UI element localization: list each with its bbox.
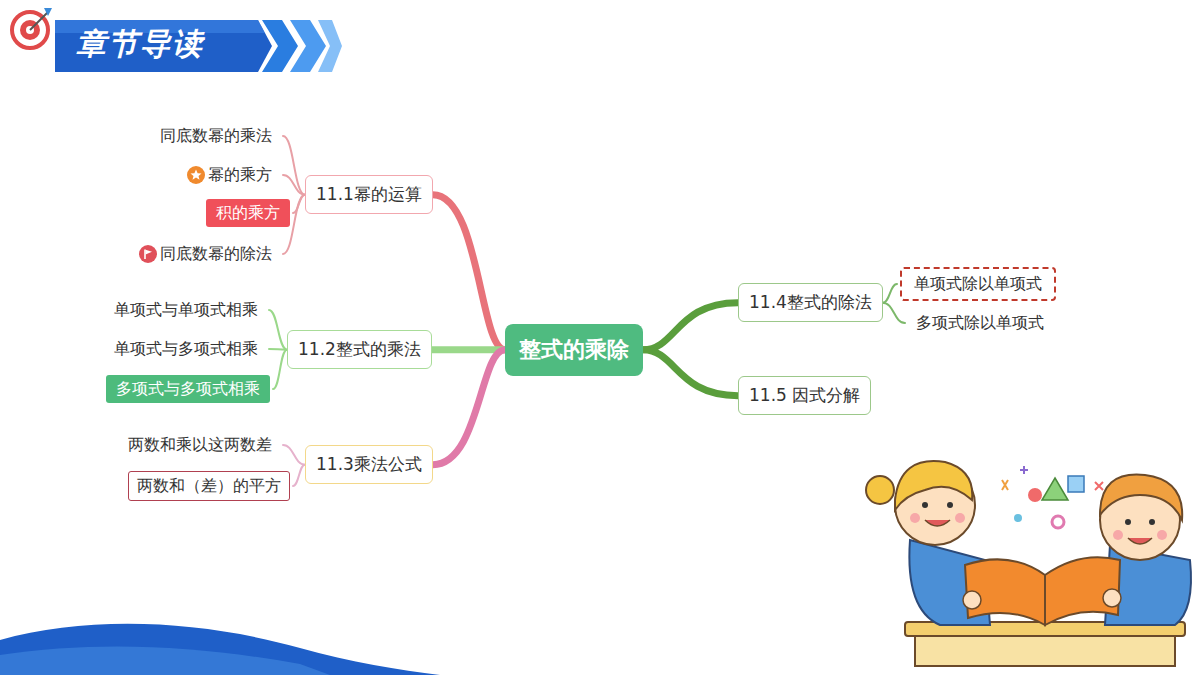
topic-text: 11.3乘法公式 xyxy=(316,454,422,475)
highlight-topic: 多项式与多项式相乘 xyxy=(106,375,270,403)
highlight-topic: 积的乘方 xyxy=(206,199,290,227)
sub-branch-line xyxy=(293,465,305,486)
branch-topic: 11.2整式的乘法 xyxy=(287,330,432,369)
main-branch-line xyxy=(432,346,505,353)
star-icon xyxy=(187,166,205,184)
topic-text: 单项式除以单项式 xyxy=(914,274,1042,294)
bottom-wave xyxy=(0,624,440,675)
sub-branch-line xyxy=(283,175,305,195)
topic-text: 同底数幂的除法 xyxy=(160,244,272,264)
topic-text: 两数和乘以这两数差 xyxy=(128,435,272,455)
branch-topic: 11.5 因式分解 xyxy=(738,376,871,415)
topic-text: 单项式与多项式相乘 xyxy=(114,339,258,359)
sub-branch-line xyxy=(883,303,905,323)
central-topic: 整式的乘除 xyxy=(505,324,643,376)
leaf-topic: 单项式与多项式相乘 xyxy=(106,335,266,363)
sub-branch-line xyxy=(283,136,305,195)
leaf-topic: 多项式除以单项式 xyxy=(908,309,1052,337)
topic-text: 11.2整式的乘法 xyxy=(298,339,421,360)
topic-text: 单项式与单项式相乘 xyxy=(114,300,258,320)
marked-topic: 单项式除以单项式 xyxy=(900,267,1056,301)
main-branch-line xyxy=(643,303,738,350)
leaf-topic: 同底数幂的乘法 xyxy=(152,122,280,150)
topic-text: 两数和（差）的平方 xyxy=(137,476,281,496)
title-banner xyxy=(55,20,342,72)
topic-text: 整式的乘除 xyxy=(519,336,629,364)
topic-text: 11.4整式的除法 xyxy=(749,292,872,313)
topic-text: 同底数幂的乘法 xyxy=(160,126,272,146)
leaf-topic: 幂的乘方 xyxy=(179,161,280,189)
leaf-topic: 两数和乘以这两数差 xyxy=(120,431,280,459)
main-branch-line xyxy=(433,195,505,350)
leaf-topic: 同底数幂的除法 xyxy=(131,240,280,268)
leaf-topic: 单项式与单项式相乘 xyxy=(106,296,266,324)
sub-branch-line xyxy=(883,284,897,303)
kids-illustration xyxy=(866,461,1191,666)
title-text: 章节导读 xyxy=(76,24,204,65)
main-branch-line xyxy=(643,350,738,396)
topic-text: 多项式与多项式相乘 xyxy=(116,379,260,399)
branch-topic: 11.1幂的运算 xyxy=(305,175,433,214)
topic-text: 11.1幂的运算 xyxy=(316,184,422,205)
main-branch-line xyxy=(433,350,505,465)
branch-topic: 11.4整式的除法 xyxy=(738,283,883,322)
branch-topic: 11.3乘法公式 xyxy=(305,445,433,484)
target-icon xyxy=(12,8,52,48)
outlined-topic: 两数和（差）的平方 xyxy=(128,471,290,501)
topic-text: 多项式除以单项式 xyxy=(916,313,1044,333)
topic-text: 积的乘方 xyxy=(216,203,280,223)
sub-branch-line xyxy=(283,445,305,465)
sub-branch-line xyxy=(269,310,287,350)
flag-icon xyxy=(139,245,157,263)
topic-text: 幂的乘方 xyxy=(208,165,272,185)
sub-branch-line xyxy=(273,350,287,389)
topic-text: 11.5 因式分解 xyxy=(749,385,860,406)
